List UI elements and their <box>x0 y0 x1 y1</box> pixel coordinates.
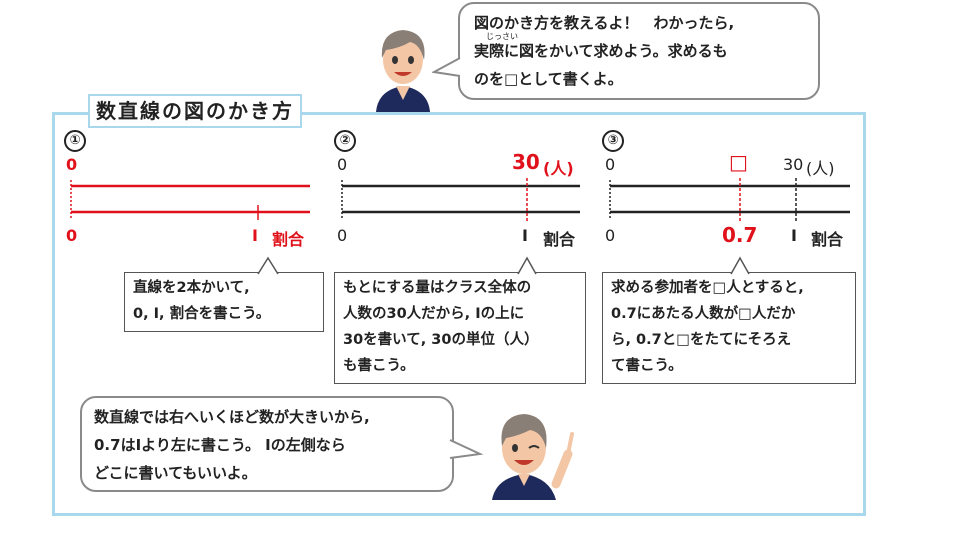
bubble-tail-top <box>432 57 461 77</box>
step1-note: 直線を2本かいて, 0, I, 割合を書こう。 <box>124 272 324 332</box>
step3-top-unit: (人) <box>806 159 835 178</box>
bottom-bubble-line-2: 0.7はIより左に書こう。 Iの左側なら <box>94 436 346 454</box>
bubble-tail-bottom <box>449 439 484 459</box>
step3-ratio-label: 割合 <box>811 230 844 249</box>
step1-note-line-1: 直線を2本かいて, <box>133 280 250 296</box>
step3-note-line-3: ら, 0.7と□をたてにそろえ <box>611 332 792 348</box>
step2-note-line-2: 人数の30人だから, Iの上に <box>343 306 525 322</box>
step1-one-label: I <box>252 226 258 245</box>
step1-ratio-label: 割合 <box>272 230 305 249</box>
bubble-line-1: 図のかき方を教えるよ！ わかったら, <box>474 14 735 32</box>
step2-note-line-3: 30を書いて, 30の単位（人） <box>343 332 539 348</box>
step2-note-line-1: もとにする量はクラス全体の <box>343 280 532 296</box>
frame-title: 数直線の図のかき方 <box>88 94 302 128</box>
step3-unknown-box: □ <box>729 150 748 174</box>
step2-note: もとにする量はクラス全体の 人数の30人だから, Iの上に 30を書いて, 30… <box>334 272 586 384</box>
step2-one-label: I <box>522 226 528 245</box>
bottom-bubble-line-3: どこに書いてもいいよ。 <box>94 464 257 482</box>
bubble-line-3: のを□として書くよ。 <box>474 70 623 88</box>
step3-bottom-value: 0.7 <box>722 223 758 247</box>
step3-top-value: 30 <box>783 155 804 174</box>
teacher-speech-bubble-bottom: 数直線では右へいくほど数が大きいから, 0.7はIより左に書こう。 Iの左側なら… <box>80 396 454 492</box>
step2-ratio-label: 割合 <box>543 230 576 249</box>
step3-note: 求める参加者を□人とすると, 0.7にあたる人数が□人だか ら, 0.7と□をた… <box>602 272 856 384</box>
step3-one-label: I <box>791 226 797 245</box>
step1-note-line-2: 0, I, 割合を書こう。 <box>133 306 271 322</box>
step3-note-line-1: 求める参加者を□人とすると, <box>611 280 804 296</box>
teacher-speech-bubble-top: 図のかき方を教えるよ！ わかったら, じっさい 実際に図をかいて求めよう。求める… <box>458 2 820 100</box>
step2-note-line-4: も書こう。 <box>343 358 415 374</box>
bottom-bubble-line-1: 数直線では右へいくほど数が大きいから, <box>94 408 370 426</box>
step3-top-zero: 0 <box>605 155 616 174</box>
step2-number: ② <box>334 130 356 152</box>
step2-top-value: 30 <box>512 150 540 174</box>
teacher-character-bottom <box>492 414 574 500</box>
step3-number: ③ <box>602 130 624 152</box>
step2-top-zero: 0 <box>337 155 348 174</box>
step3-bottom-zero: 0 <box>605 226 616 245</box>
step1-top-zero: 0 <box>66 155 78 174</box>
diagram-frame <box>52 112 866 516</box>
teacher-character-top <box>376 30 430 112</box>
step1-bottom-zero: 0 <box>66 226 78 245</box>
step2-bottom-zero: 0 <box>337 226 348 245</box>
bubble-line-2: 実際に図をかいて求めよう。求めるも <box>474 42 728 60</box>
ruby-text: じっさい <box>486 32 518 41</box>
step2-top-unit: (人) <box>543 159 574 178</box>
step3-note-line-4: て書こう。 <box>611 358 683 374</box>
step3-note-line-2: 0.7にあたる人数が□人だか <box>611 306 796 322</box>
step1-number: ① <box>64 130 86 152</box>
